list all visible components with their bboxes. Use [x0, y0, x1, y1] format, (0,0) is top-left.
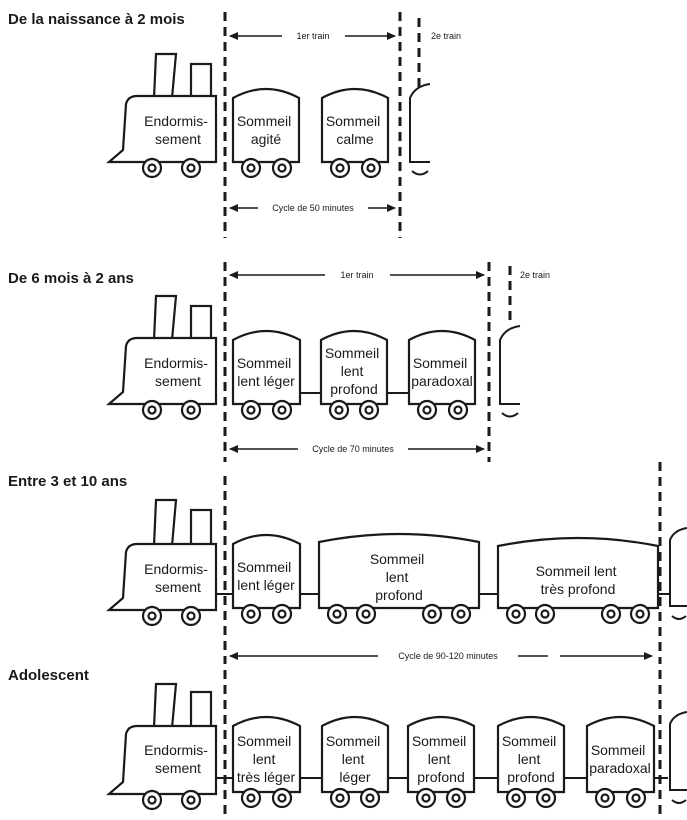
- car-label: Sommeil calme: [326, 113, 384, 147]
- next-train-partial-car: [499, 325, 521, 418]
- car-sommeil-calme: Sommeil calme: [320, 88, 390, 179]
- cycle-label: Cycle de 70 minutes: [312, 444, 394, 454]
- next-train-partial-car: [669, 711, 687, 804]
- car-label: Sommeil lent léger: [326, 733, 384, 785]
- car-sommeil-lent-tres-profond: Sommeil lent très profond: [496, 536, 660, 625]
- cycle-label: Cycle de 50 minutes: [272, 203, 354, 213]
- car-sommeil-lent-profond: Sommeil lent profond: [406, 716, 476, 809]
- train-2-label: 2e train: [520, 270, 550, 280]
- locomotive: Endormis- sement: [106, 52, 218, 179]
- section-title: Adolescent: [8, 667, 89, 684]
- locomotive-label: Endormis- sement: [144, 742, 212, 776]
- train-1-span: 1er train: [229, 270, 485, 280]
- section-adolescent: Adolescent Endormis- sement Sommeil lent: [8, 667, 687, 818]
- car-label: Sommeil lent très profond: [536, 563, 621, 597]
- train-1-label: 1er train: [340, 270, 373, 280]
- locomotive-label: Endormis- sement: [144, 355, 212, 389]
- cycle-span: Cycle de 90-120 minutes: [229, 651, 653, 661]
- section-3-10-years: Entre 3 et 10 ans Endormis- sement Somme…: [8, 462, 687, 664]
- section-6-months-2-years: De 6 mois à 2 ans Endormis- sement Somme…: [8, 262, 550, 462]
- car-label: Sommeil paradoxal: [411, 355, 473, 389]
- car-label: Sommeil paradoxal: [589, 742, 651, 776]
- car-label: Sommeil lent très léger: [237, 733, 296, 785]
- section-title: Entre 3 et 10 ans: [8, 473, 127, 490]
- locomotive: Endormis- sement: [106, 682, 218, 811]
- car-sommeil-lent-profond: Sommeil lent profond: [496, 716, 566, 809]
- car-label: Sommeil lent profond: [412, 733, 470, 785]
- car-sommeil-lent-profond: Sommeil lent profond: [319, 330, 389, 421]
- car-label: Sommeil lent léger: [237, 559, 295, 593]
- car-label: Sommeil lent profond: [502, 733, 560, 785]
- car-sommeil-lent-tres-leger: Sommeil lent très léger: [231, 716, 302, 809]
- chimney: [152, 52, 178, 100]
- locomotive-body: [106, 94, 218, 164]
- next-train-partial-car: [669, 527, 687, 620]
- next-train-partial-car: [409, 83, 431, 176]
- car-sommeil-lent-leger: Sommeil lent léger: [320, 716, 390, 809]
- car-sommeil-lent-leger: Sommeil lent léger: [231, 534, 302, 625]
- car-label: Sommeil lent profond: [325, 345, 383, 397]
- car-label: Sommeil agité: [237, 113, 295, 147]
- car-sommeil-agite: Sommeil agité: [231, 88, 301, 179]
- car-sommeil-lent-leger: Sommeil lent léger: [231, 330, 302, 421]
- cycle-span: Cycle de 50 minutes: [229, 203, 396, 213]
- train-1-span: 1er train: [229, 31, 396, 41]
- car-label: Sommeil lent profond: [370, 551, 428, 603]
- car-sommeil-paradoxal: Sommeil paradoxal: [585, 716, 656, 809]
- locomotive-label: Endormis- sement: [144, 113, 212, 147]
- train-1-label: 1er train: [296, 31, 329, 41]
- car-label: Sommeil lent léger: [237, 355, 295, 389]
- locomotive-label: Endormis- sement: [144, 561, 212, 595]
- cycle-span: Cycle de 70 minutes: [229, 444, 485, 454]
- train-2-label: 2e train: [431, 31, 461, 41]
- locomotive: Endormis- sement: [106, 294, 218, 421]
- section-newborn: De la naissance à 2 mois Endormis- semen…: [8, 11, 461, 238]
- section-title: De 6 mois à 2 ans: [8, 270, 134, 287]
- car-sommeil-paradoxal: Sommeil paradoxal: [407, 330, 477, 421]
- locomotive: Endormis- sement: [106, 498, 218, 627]
- cycle-label: Cycle de 90-120 minutes: [398, 651, 498, 661]
- section-title: De la naissance à 2 mois: [8, 11, 185, 28]
- car-sommeil-lent-profond: Sommeil lent profond: [317, 532, 481, 625]
- cab-window: [189, 62, 213, 100]
